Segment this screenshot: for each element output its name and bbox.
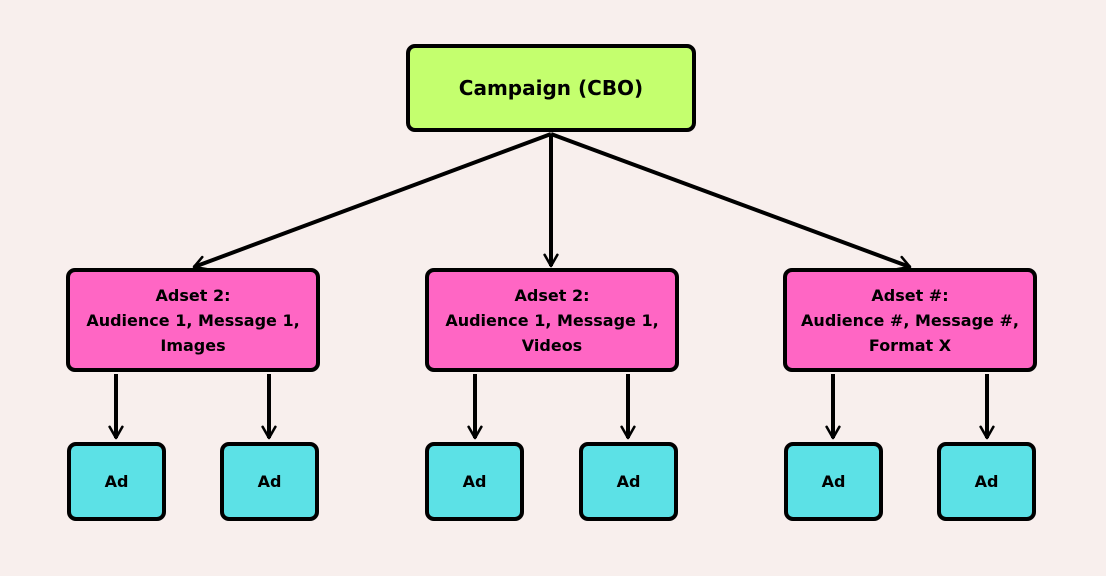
ad-node-2-1: Ad <box>425 442 524 521</box>
ad-label: Ad <box>462 472 487 491</box>
ad-label: Ad <box>104 472 129 491</box>
campaign-label: Campaign (CBO) <box>458 76 644 100</box>
adset-2-targeting: Audience 1, Message 1, <box>445 310 659 330</box>
adset-3-title: Adset #: <box>871 285 949 305</box>
ad-node-1-1: Ad <box>67 442 166 521</box>
adset-2-title: Adset 2: <box>514 285 590 305</box>
ad-label: Ad <box>257 472 282 491</box>
adset-1-targeting: Audience 1, Message 1, <box>86 310 300 330</box>
campaign-node: Campaign (CBO) <box>406 44 696 132</box>
adset-1-format: Images <box>160 335 226 355</box>
adset-2-format: Videos <box>521 335 583 355</box>
ad-node-3-1: Ad <box>784 442 883 521</box>
arrow-campaign-to-adset-1 <box>192 132 552 271</box>
adset-node-2: Adset 2: Audience 1, Message 1, Videos <box>425 268 679 372</box>
adset-1-title: Adset 2: <box>155 285 231 305</box>
ad-label: Ad <box>821 472 846 491</box>
adset-node-1: Adset 2: Audience 1, Message 1, Images <box>66 268 320 372</box>
adset-3-targeting: Audience #, Message #, <box>801 310 1019 330</box>
ad-node-2-2: Ad <box>579 442 678 521</box>
adset-3-format: Format X <box>868 335 952 355</box>
ad-node-3-2: Ad <box>937 442 1036 521</box>
adset-node-3: Adset #: Audience #, Message #, Format X <box>783 268 1037 372</box>
ad-node-1-2: Ad <box>220 442 319 521</box>
arrow-campaign-to-adset-3 <box>550 132 912 271</box>
ad-label: Ad <box>974 472 999 491</box>
ad-label: Ad <box>616 472 641 491</box>
